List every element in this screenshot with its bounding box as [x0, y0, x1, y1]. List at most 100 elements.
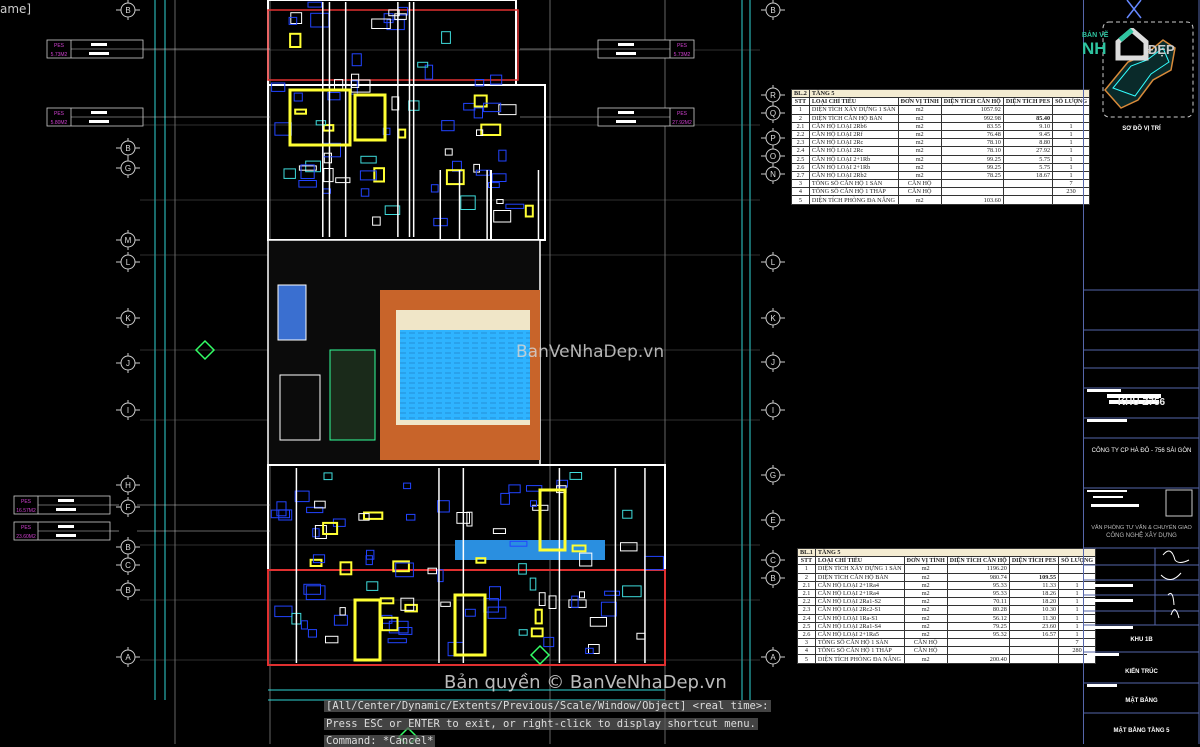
column-header: ĐƠN VỊ TÍNH [903, 556, 948, 566]
grid-bubble-right: J [761, 352, 785, 372]
grid-bubble-right: B [761, 568, 785, 588]
table-cell: 99.25 [940, 154, 1004, 164]
table-cell: 95.33 [946, 588, 1010, 599]
furniture-block [489, 586, 501, 601]
bubble-circle [120, 2, 136, 18]
table-cell: m2 [897, 170, 942, 181]
table-cell: m2 [897, 129, 942, 140]
table-cell: TỔNG SỐ CĂN HỘ 1 SÀN [808, 179, 899, 189]
column-header: DIỆN TÍCH PES [1008, 556, 1060, 566]
furniture-block [475, 557, 487, 564]
furniture-block [571, 544, 587, 553]
furniture-block [417, 61, 429, 68]
furniture-block [325, 635, 339, 644]
window-frame [288, 88, 352, 147]
table-cell: CĂN HỘ LOẠI 2Ra1-S2 [814, 597, 905, 607]
furniture-block [636, 632, 646, 640]
room-tag-pes-area: 5.80M2 [51, 120, 68, 126]
furniture-block [509, 540, 528, 547]
furniture-block [359, 170, 377, 181]
bubble-label: B [125, 543, 130, 552]
furniture-block [289, 32, 302, 48]
table-cell: 4 [797, 646, 816, 656]
grid-bubble-left: C [116, 555, 140, 575]
table-cell [1052, 195, 1091, 205]
furniture-block [569, 472, 583, 480]
table-cell: CĂN HỘ LOẠI 2+1Rb [808, 162, 899, 172]
furniture-block [323, 472, 333, 481]
column-header: LOẠI CHỈ TIÊU [808, 97, 899, 107]
furniture-block [294, 490, 310, 503]
bubble-label: K [125, 314, 131, 323]
furniture-block [493, 210, 512, 223]
bubble-circle [765, 552, 781, 568]
room-tag-area-text [616, 120, 636, 123]
table-cell: 109.55 [1008, 572, 1060, 582]
table-cell: CĂN HỘ [903, 646, 948, 656]
room-tag-name-text [618, 43, 634, 46]
grid-bubble-right: C [761, 550, 785, 570]
table-cell [940, 187, 1004, 197]
command-prompt[interactable]: Command: *Cancel* [324, 735, 436, 747]
table-cell: 5.75 [1002, 162, 1054, 172]
furniture-block [307, 1, 323, 8]
bubble-circle [120, 140, 136, 156]
table-cell: m2 [903, 597, 948, 607]
table-cell: 1 [797, 564, 816, 574]
table-cell: m2 [903, 654, 948, 664]
furniture-block [579, 552, 593, 567]
furniture-block [460, 195, 476, 210]
window-frame [353, 598, 382, 662]
furniture-block [322, 124, 335, 132]
grid-bubble-top: B [761, 0, 785, 20]
table-cell: m2 [897, 138, 942, 148]
furniture-block [622, 509, 633, 519]
table-cell: 18.26 [1008, 588, 1060, 599]
furniture-block [548, 595, 557, 610]
furniture-block [452, 160, 462, 172]
logo-text-tail: ĐẸP [1148, 42, 1175, 57]
furniture-block [339, 561, 353, 576]
table-cell: 99.25 [940, 162, 1004, 172]
column-header: STT [791, 97, 810, 107]
table-cell: m2 [903, 580, 948, 590]
grid-bubble-right: E [761, 510, 785, 530]
grid-bubble-right: N [761, 164, 785, 184]
table-cell: 23.60 [1008, 621, 1060, 631]
bubble-label: E [770, 516, 775, 525]
furniture-block [365, 555, 373, 566]
furniture-block [303, 583, 321, 595]
room-tag-pes-area: 5.73M2 [674, 52, 691, 58]
furniture-block [571, 595, 579, 608]
furniture-block [322, 521, 339, 536]
floor-plan[interactable] [267, 0, 666, 666]
window-frame [453, 593, 487, 657]
furniture-block [388, 9, 400, 17]
grid-bubble-right: P [761, 128, 785, 148]
furniture-block [437, 500, 450, 513]
furniture-block [327, 92, 341, 101]
furniture-block [490, 74, 503, 85]
table-cell: 2.7 [791, 170, 810, 181]
furniture-block [498, 149, 507, 162]
table-cell: DIỆN TÍCH CĂN HỘ BÁN [808, 113, 899, 123]
bubble-label: B [125, 586, 130, 595]
table-cell [946, 646, 1010, 656]
furniture-block [381, 616, 399, 632]
table-cell: CĂN HỘ LOẠI 2+1Ra4 [814, 588, 905, 599]
bubble-circle [765, 130, 781, 146]
table-cell: 56.12 [946, 613, 1010, 623]
bubble-circle [120, 582, 136, 598]
furniture-block [644, 555, 664, 571]
viewport-label[interactable]: ame] [0, 2, 32, 16]
table-cell [1058, 654, 1097, 664]
